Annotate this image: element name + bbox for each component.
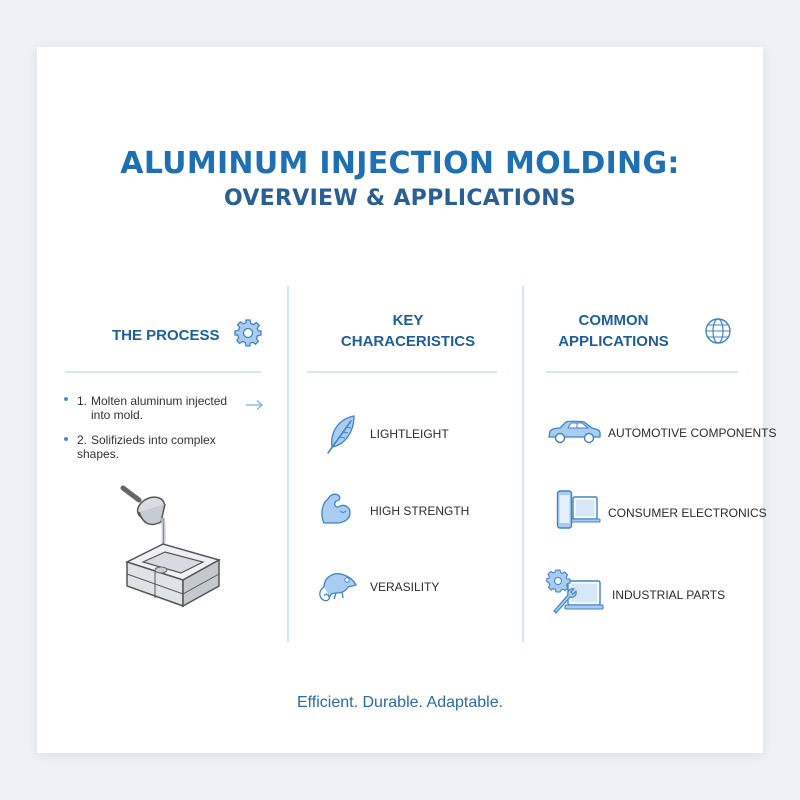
step-number: 1.	[77, 394, 88, 408]
step-bullet	[64, 437, 68, 441]
characteristics-heading-line2: CHARACERISTICS	[340, 333, 476, 350]
feather-icon	[324, 413, 360, 455]
page-subtitle: OVERVIEW & APPLICATIONS	[223, 186, 577, 211]
globe-icon	[704, 317, 732, 345]
gear-wrench-laptop-icon	[546, 569, 606, 615]
flexed-arm-icon	[318, 489, 354, 527]
applications-heading-line2: APPLICATIONS	[558, 333, 669, 350]
column-divider-left	[287, 286, 289, 642]
arrow-right-icon	[245, 399, 265, 411]
characteristic-label: VERASILITY	[370, 580, 440, 594]
gear-icon	[233, 318, 263, 348]
characteristic-label: LIGHTLEIGHT	[370, 427, 449, 441]
process-heading-underline	[65, 371, 261, 373]
step-bullet	[64, 397, 68, 401]
characteristics-heading-line1: KEY	[392, 312, 424, 329]
applications-heading-line1: COMMON	[578, 312, 649, 329]
page-title: ALUMINUM INJECTION MOLDING:	[120, 146, 680, 181]
car-icon	[546, 419, 602, 445]
application-label: AUTOMOTIVE COMPONENTS	[608, 426, 777, 440]
chameleon-icon	[316, 565, 358, 605]
infographic-card	[37, 47, 763, 753]
characteristics-heading: KEY CHARACERISTICS	[318, 310, 498, 352]
step-text: shapes.	[77, 447, 120, 461]
applications-heading-underline	[546, 371, 738, 373]
tagline: Efficient. Durable. Adaptable.	[296, 694, 504, 711]
characteristic-label: HIGH STRENGTH	[370, 504, 470, 518]
process-heading: THE PROCESS	[112, 327, 220, 344]
applications-heading: COMMON APPLICATIONS	[556, 310, 671, 352]
phone-laptop-icon	[556, 490, 602, 530]
step-number: 2.	[77, 433, 88, 447]
application-label: INDUSTRIAL PARTS	[612, 588, 726, 602]
application-label: CONSUMER ELECTRONICS	[608, 506, 767, 520]
ladle-pouring-into-mold-illustration	[115, 478, 235, 618]
characteristics-heading-underline	[307, 371, 497, 373]
step-text: into mold.	[91, 408, 144, 422]
step-text: Solifizieds into complex	[91, 433, 216, 447]
column-divider-right	[522, 286, 524, 642]
step-text: Molten aluminum injected	[91, 394, 228, 408]
